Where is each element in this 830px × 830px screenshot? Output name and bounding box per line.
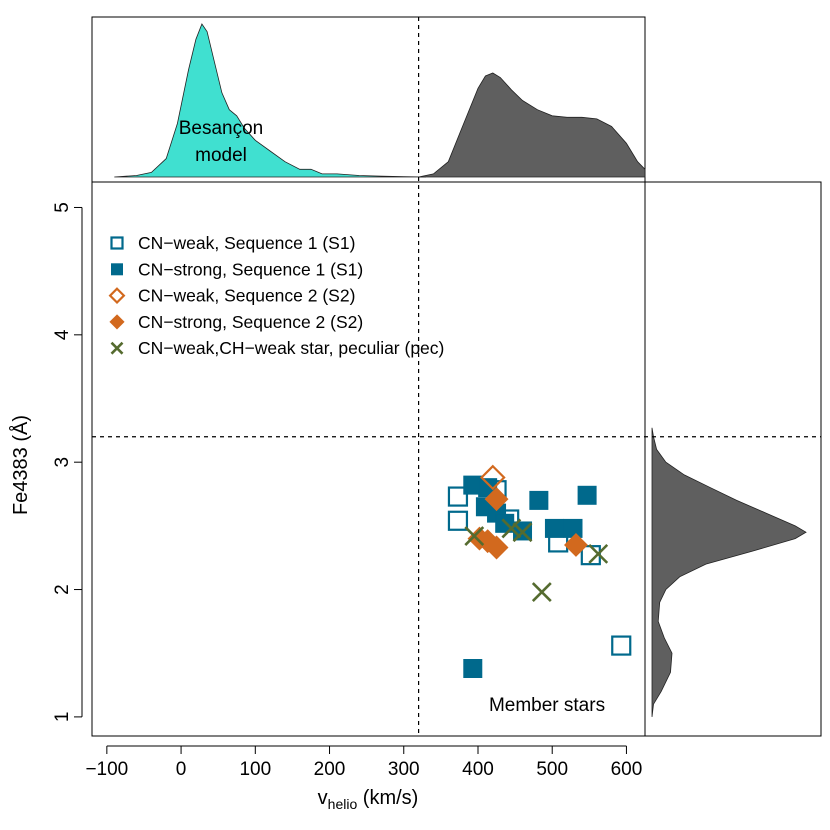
- x-axis-title-unit: (km/s): [357, 787, 418, 809]
- legend-marker-4: [110, 341, 124, 355]
- legend-marker-1: [111, 263, 123, 276]
- point-open-square-6: [611, 635, 632, 656]
- besancon-label-line2: model: [195, 145, 247, 166]
- point-cross-0: [464, 526, 485, 546]
- right-density-0: [651, 427, 807, 717]
- data-points-layer: [447, 464, 632, 679]
- x-tick-label: 0: [176, 759, 187, 780]
- x-tick-label: 300: [388, 759, 420, 780]
- top-density-layer: [114, 23, 646, 178]
- top-density-0: [114, 23, 427, 178]
- point-cross-1: [501, 518, 522, 539]
- legend-label-0: CN−weak, Sequence 1 (S1): [138, 233, 355, 253]
- point-filled-square-10: [463, 659, 483, 679]
- point-open-square-0: [447, 486, 469, 507]
- legend-label-4: CN−weak,CH−weak star, peculiar (pec): [138, 338, 444, 358]
- right-marginal-frame: [644, 181, 822, 737]
- x-tick-label: −100: [85, 759, 128, 780]
- point-cross-4: [531, 582, 552, 603]
- right-density-layer: [651, 427, 807, 717]
- legend-marker-3: [109, 314, 125, 330]
- point-filled-diamond-4: [564, 533, 588, 557]
- point-open-diamond-0: [480, 464, 506, 491]
- x-axis: −100 0 100 200 300 400 500 600: [85, 745, 643, 780]
- y-tick-label: 1: [52, 712, 73, 723]
- besancon-label-line1: Besançon: [179, 118, 264, 139]
- legend-label-3: CN−strong, Sequence 2 (S2): [138, 312, 363, 332]
- x-tick-label: 200: [314, 759, 346, 780]
- point-open-square-1: [447, 510, 469, 531]
- member-stars-label: Member stars: [489, 695, 605, 716]
- point-filled-square-8: [563, 518, 583, 538]
- x-axis-title: vhelio (km/s): [318, 787, 419, 812]
- point-filled-square-6: [529, 490, 549, 510]
- y-tick-label: 5: [52, 202, 73, 213]
- legend-marker-0: [110, 236, 124, 250]
- y-tick-label: 4: [52, 329, 73, 340]
- x-tick-label: 400: [462, 759, 494, 780]
- y-axis-title: Fe4383 (Å): [9, 415, 32, 515]
- legend: CN−weak, Sequence 1 (S1) CN−strong, Seque…: [108, 233, 444, 358]
- x-axis-title-sub: helio: [328, 796, 358, 812]
- point-cross-3: [588, 543, 609, 564]
- y-tick-label: 2: [52, 584, 73, 595]
- point-filled-diamond-0: [484, 487, 509, 512]
- legend-label-2: CN−weak, Sequence 2 (S2): [138, 286, 355, 306]
- point-filled-diamond-3: [484, 535, 509, 560]
- point-filled-square-7: [544, 518, 564, 538]
- point-cross-2: [512, 522, 533, 543]
- y-axis: 1 2 3 4 5: [52, 202, 83, 723]
- x-tick-label: 600: [611, 759, 643, 780]
- legend-marker-2: [108, 287, 126, 305]
- legend-label-1: CN−strong, Sequence 1 (S1): [138, 259, 363, 279]
- x-tick-label: 100: [239, 759, 271, 780]
- reference-lines: [92, 17, 821, 736]
- x-axis-title-main: v: [318, 787, 328, 809]
- point-filled-square-9: [577, 485, 597, 505]
- y-tick-label: 3: [52, 457, 73, 468]
- x-tick-label: 500: [536, 759, 568, 780]
- top-density-1: [418, 72, 646, 178]
